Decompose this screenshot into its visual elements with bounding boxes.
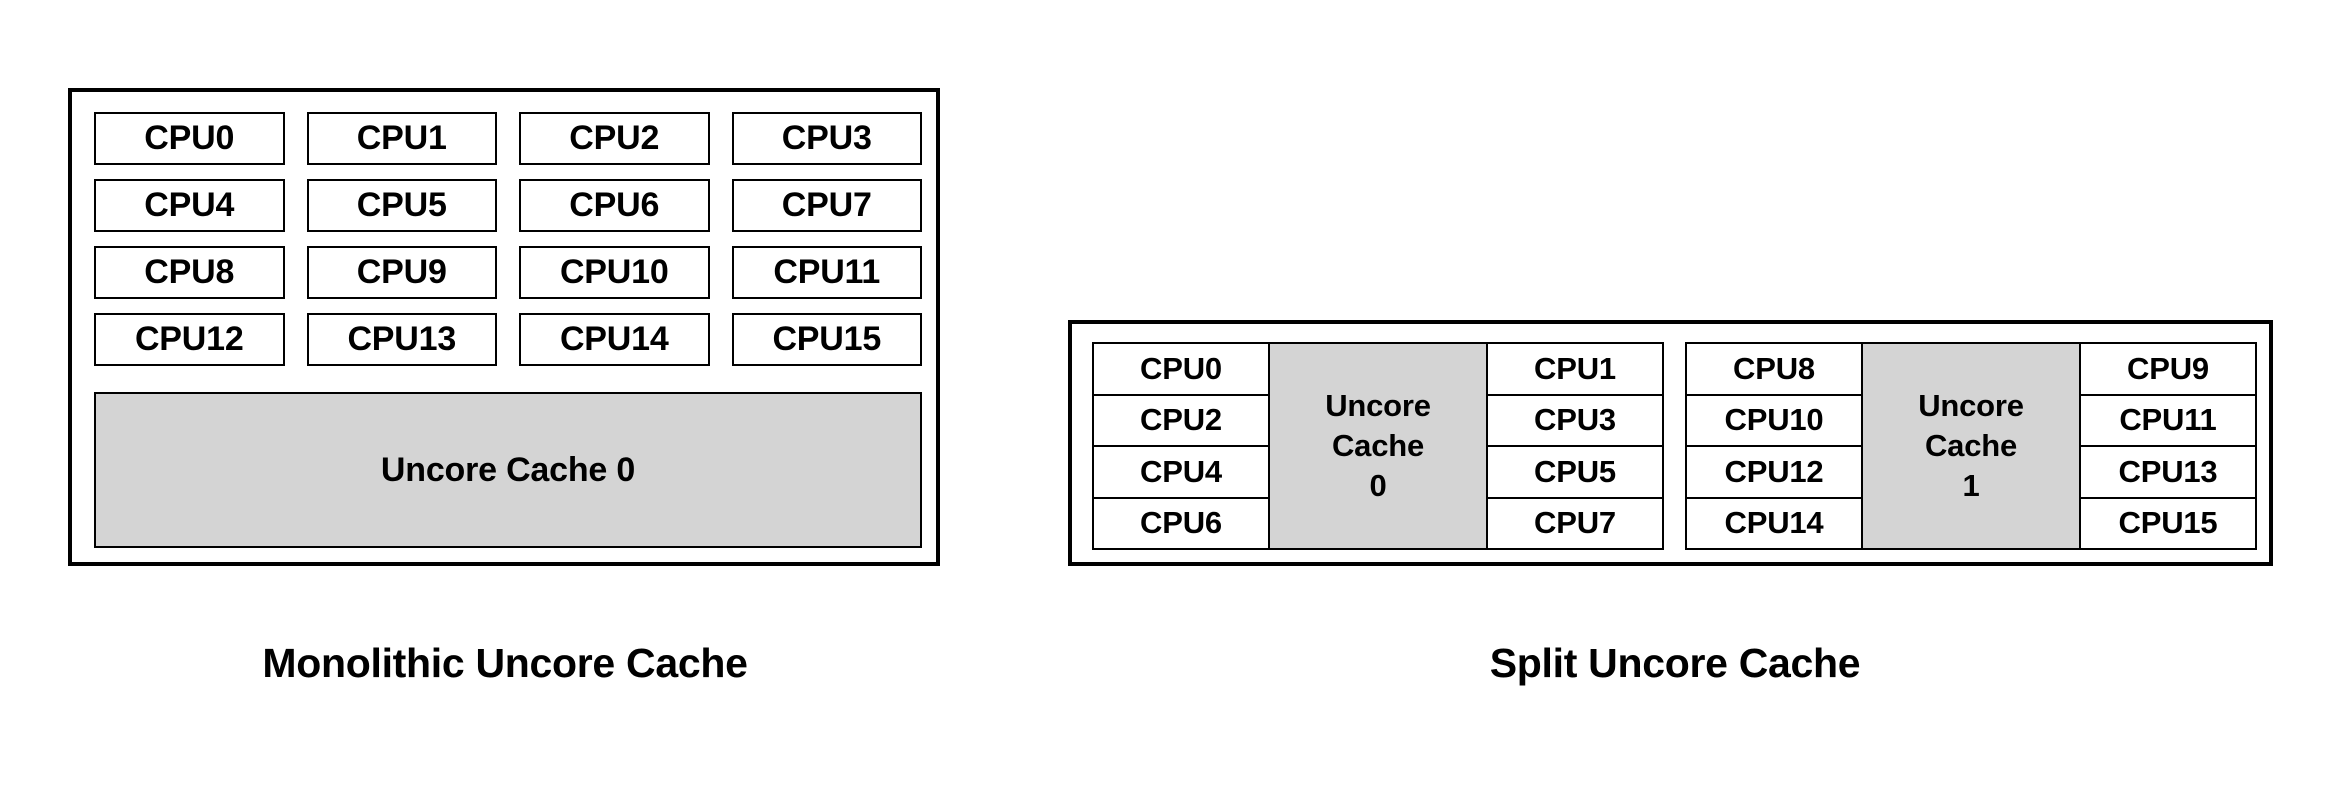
uncore-cache-box: Uncore Cache 0 — [94, 392, 922, 548]
cpu-box: CPU2 — [519, 112, 710, 165]
split-package-frame: CPU0 CPU2 CPU4 CPU6 Uncore Cache 0 CPU1 … — [1068, 320, 2273, 566]
cpu-box: CPU11 — [731, 246, 922, 299]
cpu-box: CPU11 — [2079, 393, 2257, 447]
cpu-box: CPU8 — [1685, 342, 1863, 396]
cpu-box: CPU5 — [1486, 445, 1664, 499]
cpu-box: CPU1 — [1486, 342, 1664, 396]
cpu-box: CPU2 — [1092, 393, 1270, 447]
cpu-box: CPU10 — [1685, 393, 1863, 447]
cluster-1-left-column: CPU8 CPU10 CPU12 CPU14 — [1685, 342, 1863, 550]
uncore-cache-label-line-2: Cache — [1331, 428, 1425, 464]
cpu-box: CPU10 — [519, 246, 710, 299]
cluster-0-right-column: CPU1 CPU3 CPU5 CPU7 — [1486, 342, 1664, 550]
monolithic-package-frame: CPU0 CPU1 CPU2 CPU3 CPU4 CPU5 CPU6 CPU7 … — [68, 88, 940, 566]
cpu-box: CPU9 — [306, 246, 497, 299]
cpu-box: CPU5 — [306, 179, 497, 232]
uncore-cache-label-line-1: Uncore — [1918, 388, 2024, 424]
cpu-box: CPU0 — [1092, 342, 1270, 396]
cpu-box: CPU13 — [306, 313, 497, 366]
uncore-cache-label-line-3: 1 — [1962, 467, 1980, 503]
cpu-box: CPU7 — [1486, 496, 1664, 550]
cluster-0-left-column: CPU0 CPU2 CPU4 CPU6 — [1092, 342, 1270, 550]
cpu-box: CPU9 — [2079, 342, 2257, 396]
cpu-box: CPU14 — [1685, 496, 1863, 550]
split-cluster-0: CPU0 CPU2 CPU4 CPU6 Uncore Cache 0 CPU1 … — [1092, 342, 1668, 550]
cpu-box: CPU13 — [2079, 445, 2257, 499]
cpu-box: CPU6 — [519, 179, 710, 232]
cpu-box: CPU7 — [731, 179, 922, 232]
monolithic-caption: Monolithic Uncore Cache — [262, 640, 748, 686]
cpu-box: CPU15 — [2079, 496, 2257, 550]
uncore-cache-box: Uncore Cache 1 — [1861, 342, 2081, 550]
cpu-box: CPU4 — [94, 179, 285, 232]
cpu-box: CPU15 — [731, 313, 922, 366]
cpu-box: CPU8 — [94, 246, 285, 299]
cpu-box: CPU1 — [306, 112, 497, 165]
cpu-box: CPU6 — [1092, 496, 1270, 550]
cpu-box: CPU12 — [1685, 445, 1863, 499]
cpu-box: CPU4 — [1092, 445, 1270, 499]
uncore-cache-label-line-3: 0 — [1369, 467, 1387, 503]
split-caption: Split Uncore Cache — [1489, 640, 1861, 686]
split-cluster-1: CPU8 CPU10 CPU12 CPU14 Uncore Cache 1 CP… — [1685, 342, 2261, 550]
monolithic-cpu-grid: CPU0 CPU1 CPU2 CPU3 CPU4 CPU5 CPU6 CPU7 … — [94, 112, 922, 366]
uncore-cache-label-line-1: Uncore — [1325, 388, 1431, 424]
uncore-cache-label-line-2: Cache — [1924, 428, 2018, 464]
cpu-box: CPU0 — [94, 112, 285, 165]
cpu-box: CPU14 — [519, 313, 710, 366]
uncore-cache-box: Uncore Cache 0 — [1268, 342, 1488, 550]
cluster-1-right-column: CPU9 CPU11 CPU13 CPU15 — [2079, 342, 2257, 550]
cpu-box: CPU3 — [1486, 393, 1664, 447]
cpu-box: CPU3 — [731, 112, 922, 165]
cpu-box: CPU12 — [94, 313, 285, 366]
